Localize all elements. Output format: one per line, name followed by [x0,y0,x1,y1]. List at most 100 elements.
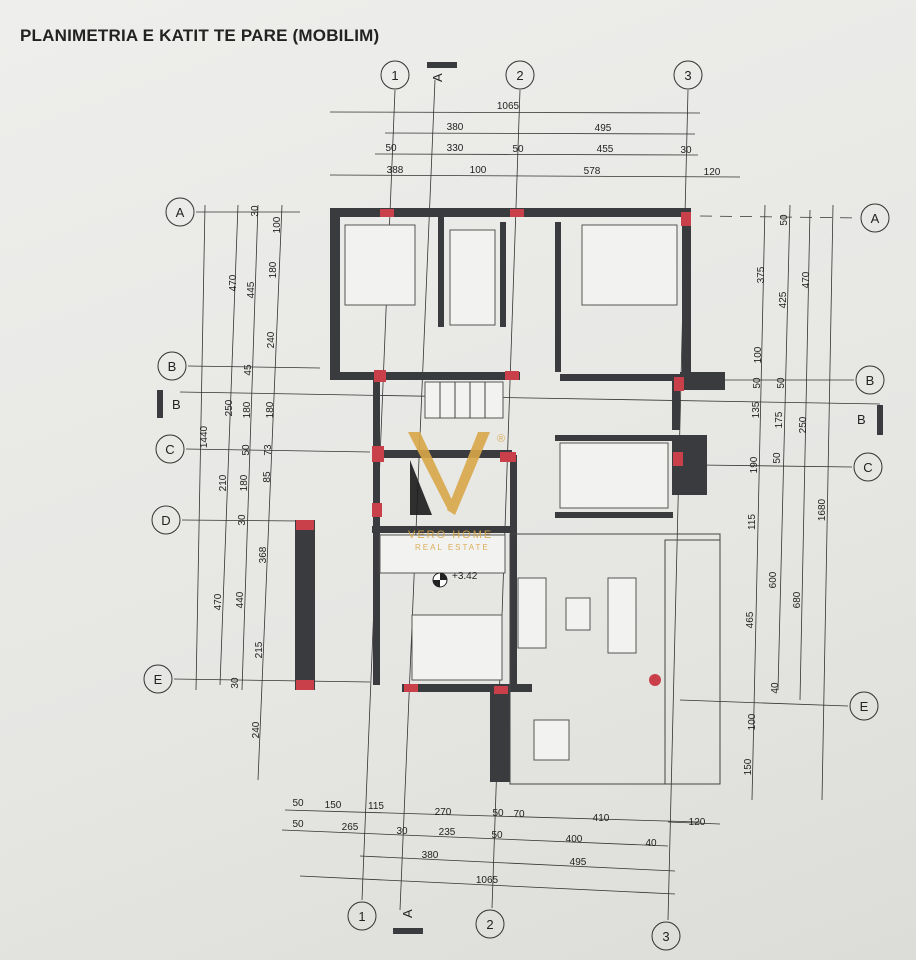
svg-text:B: B [168,359,177,374]
svg-text:A: A [400,909,415,918]
registered-mark: ® [497,433,505,445]
svg-text:3: 3 [684,68,691,83]
drawing-title: PLANIMETRIA E KATIT TE PARE (MOBILIM) [20,26,380,45]
svg-text:330: 330 [447,143,464,154]
svg-text:470: 470 [801,271,812,288]
svg-text:445: 445 [246,281,257,298]
svg-text:375: 375 [756,266,767,283]
svg-text:470: 470 [228,274,239,291]
svg-text:50: 50 [241,444,252,456]
svg-text:30: 30 [230,677,241,689]
svg-text:B: B [866,373,875,388]
svg-text:50: 50 [779,214,790,226]
dimension-lines [195,111,834,895]
svg-text:1440: 1440 [199,425,210,448]
svg-text:70: 70 [513,809,525,820]
svg-text:600: 600 [768,571,779,588]
svg-text:235: 235 [439,827,456,838]
svg-text:A: A [871,211,880,226]
svg-text:+3.42: +3.42 [452,571,478,582]
svg-text:50: 50 [492,808,504,819]
svg-text:368: 368 [258,546,269,563]
svg-text:388: 388 [387,165,404,176]
svg-text:3: 3 [662,929,669,944]
wardrobe-icon [379,534,506,574]
svg-text:C: C [165,442,174,457]
dimension-labels-bottom: 50 150 115 270 50 70 410 120 50 265 30 2… [292,798,705,886]
axis-bubble-a-left: A [165,197,195,227]
svg-text:180: 180 [268,261,279,278]
svg-text:100: 100 [470,165,487,176]
svg-text:250: 250 [224,399,235,416]
svg-text:400: 400 [566,834,583,845]
svg-text:680: 680 [792,591,803,608]
svg-text:175: 175 [774,411,785,428]
elevation-marker: +3.42 [432,571,478,588]
axis-bubble-2-bottom: 2 [475,909,505,939]
sofa-icon [517,577,547,649]
sofa-icon [607,577,637,654]
svg-text:A: A [176,205,185,220]
bed-icon [344,224,416,306]
svg-text:B: B [857,412,866,427]
furniture [344,224,678,761]
svg-text:A: A [430,73,445,82]
grid-lines [173,79,881,921]
svg-text:50: 50 [776,377,787,389]
svg-text:50: 50 [512,144,524,155]
bed-icon [411,614,503,681]
bed-icon [581,224,678,306]
svg-text:455: 455 [597,144,614,155]
svg-text:C: C [863,460,872,475]
axis-bubble-e-left: E [143,664,173,694]
axis-bubble-e-right: E [849,691,879,721]
svg-text:210: 210 [218,474,229,491]
axis-bubble-3-top: 3 [673,60,703,90]
svg-text:E: E [860,699,869,714]
svg-text:30: 30 [396,826,408,837]
svg-text:2: 2 [486,917,493,932]
axis-bubble-c-right: C [853,452,883,482]
svg-text:120: 120 [689,817,706,828]
svg-text:40: 40 [645,838,657,849]
svg-text:115: 115 [747,514,758,530]
axis-bubble-b-right: B [855,365,885,395]
svg-text:30: 30 [237,514,248,526]
svg-text:470: 470 [213,593,224,610]
axis-bubble-2-top: 2 [505,60,535,90]
svg-text:45: 45 [243,364,254,376]
svg-text:270: 270 [435,807,452,818]
svg-text:50: 50 [292,798,304,809]
svg-text:115: 115 [368,801,384,812]
stair-icon [424,381,504,419]
svg-text:1: 1 [391,68,398,83]
svg-text:85: 85 [262,471,273,483]
svg-text:190: 190 [749,456,760,473]
svg-text:50: 50 [772,452,783,464]
svg-text:50: 50 [385,143,397,154]
svg-text:150: 150 [325,800,342,811]
section-markers: A A B B [157,62,883,934]
svg-text:1065: 1065 [497,101,520,112]
bathroom-icon [449,229,496,326]
svg-text:440: 440 [235,591,246,608]
svg-text:135: 135 [751,401,762,418]
svg-text:50: 50 [752,377,763,389]
dimension-labels-left: 1440 470 250 210 470 30 445 45 180 50 18… [199,205,283,738]
axis-bubble-1-top: 1 [380,60,410,90]
svg-text:40: 40 [770,682,781,694]
axis-bubble-c-left: C [155,434,185,464]
svg-text:250: 250 [798,416,809,433]
svg-text:180: 180 [239,474,250,491]
svg-text:30: 30 [250,205,261,217]
svg-text:380: 380 [447,122,464,133]
svg-text:1680: 1680 [817,498,828,521]
svg-text:D: D [161,513,170,528]
structural-columns [296,209,691,694]
svg-text:425: 425 [778,291,789,308]
svg-text:120: 120 [704,167,721,178]
svg-text:265: 265 [342,822,359,833]
coffee-table-icon [565,597,591,631]
svg-text:100: 100 [272,216,283,233]
